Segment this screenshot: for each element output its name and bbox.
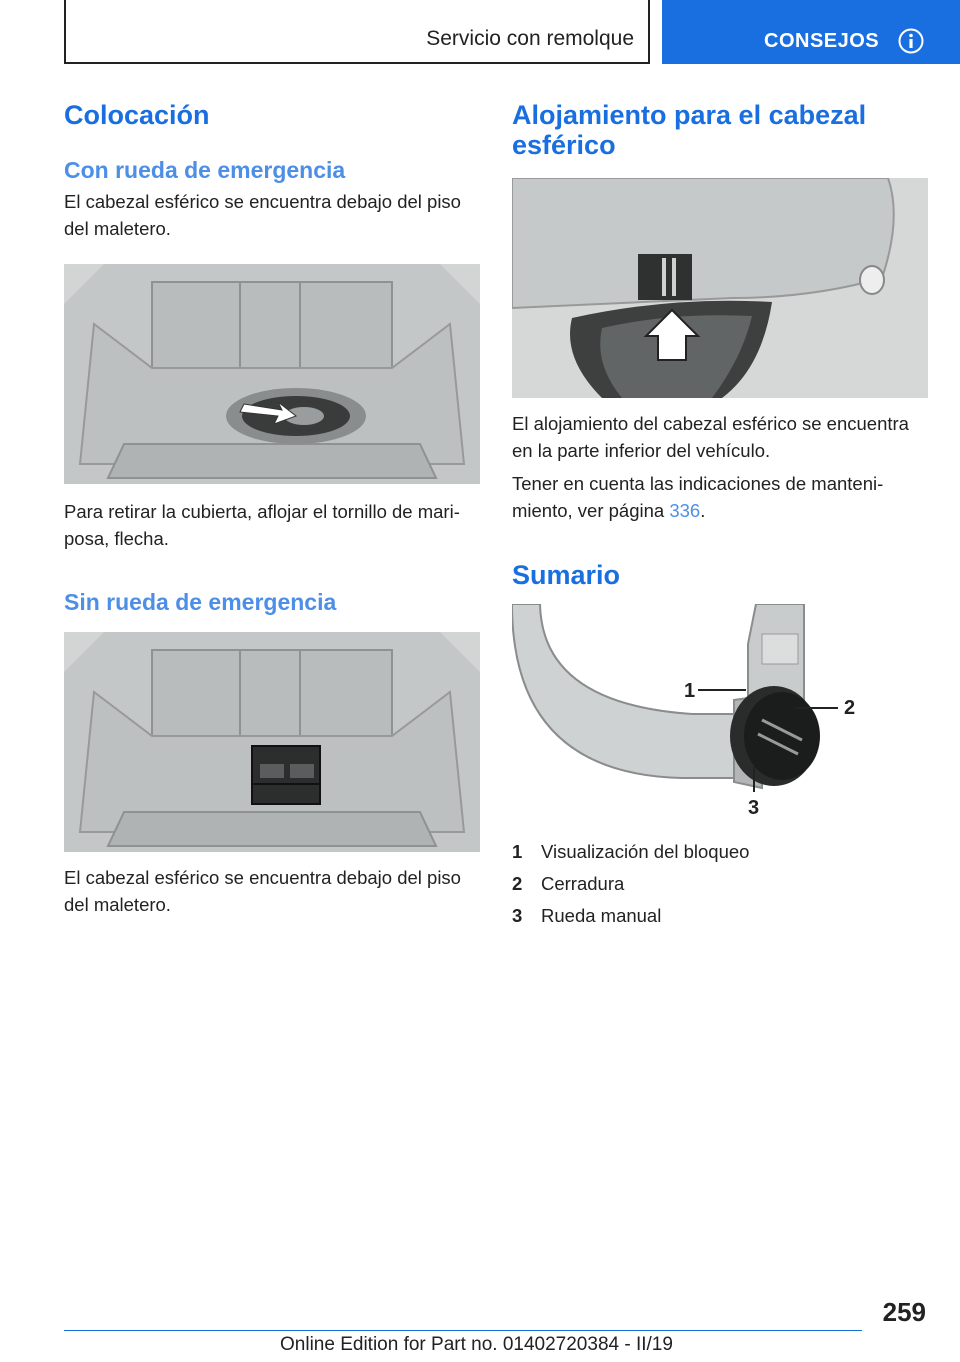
heading-con-rueda: Con rueda de emergencia bbox=[64, 157, 346, 183]
callout-1: 1 bbox=[684, 680, 695, 702]
callout-3: 3 bbox=[748, 797, 759, 819]
page-link-336[interactable]: 336 bbox=[669, 500, 701, 521]
legend-number: 2 bbox=[512, 873, 523, 894]
legend-label: Cerradura bbox=[541, 873, 625, 894]
heading-alojamiento: Alojamiento para el cabezal esférico bbox=[512, 100, 867, 160]
legend-item: 2 Cerradura bbox=[512, 868, 928, 900]
page-number: 259 bbox=[882, 1297, 926, 1327]
trunk-without-spare-wheel-figure bbox=[64, 632, 480, 852]
legend-list: 1 Visualización del bloqueo 2 Cerradura … bbox=[512, 836, 928, 932]
heading-sin-rueda: Sin rueda de emergencia bbox=[64, 589, 337, 615]
paragraph-con-rueda: El cabezal esférico se encuentra debajo … bbox=[64, 191, 461, 239]
hitch-receptacle-figure bbox=[511, 177, 928, 398]
trunk-with-spare-wheel-figure bbox=[64, 264, 480, 484]
legend-label: Rueda manual bbox=[541, 905, 662, 926]
footer-divider bbox=[64, 1330, 862, 1331]
right-column: Alojamiento para el cabezal esférico El … bbox=[510, 100, 928, 932]
paragraph-mantenimiento: Tener en cuenta las indicaciones de mant… bbox=[512, 470, 928, 524]
paragraph-sin-rueda: El cabezal esférico se encuentra debajo … bbox=[64, 867, 461, 915]
paragraph-mantenimiento-end: . bbox=[700, 500, 706, 521]
legend-item: 1 Visualización del bloqueo bbox=[512, 836, 928, 868]
ball-head-overview-figure: 1 2 3 bbox=[510, 603, 928, 824]
callout-2: 2 bbox=[844, 697, 855, 719]
legend-number: 3 bbox=[512, 905, 523, 926]
paragraph-mantenimiento-text: Tener en cuenta las indicaciones de mant… bbox=[512, 473, 884, 521]
footer-edition: Online Edition for Part no. 01402720384 … bbox=[280, 1334, 673, 1355]
left-column: Colocación Con rueda de emergencia El ca… bbox=[64, 100, 480, 918]
header-section-box: Servicio con remolque bbox=[64, 0, 650, 64]
paragraph-alojamiento: El alojamiento del cabezal esférico se e… bbox=[512, 413, 909, 461]
heading-colocacion: Colocación bbox=[64, 100, 210, 130]
paragraph-retirar-cubierta: Para retirar la cubierta, aflojar el tor… bbox=[64, 501, 460, 549]
legend-number: 1 bbox=[512, 841, 523, 862]
heading-sumario: Sumario bbox=[512, 560, 621, 590]
chapter-tab-label: CONSEJOS bbox=[764, 30, 880, 52]
chapter-tab[interactable]: CONSEJOS bbox=[662, 0, 960, 64]
info-icon bbox=[898, 28, 924, 54]
legend-label: Visualización del bloqueo bbox=[541, 841, 750, 862]
section-title: Servicio con remolque bbox=[426, 27, 634, 50]
legend-item: 3 Rueda manual bbox=[512, 900, 928, 932]
